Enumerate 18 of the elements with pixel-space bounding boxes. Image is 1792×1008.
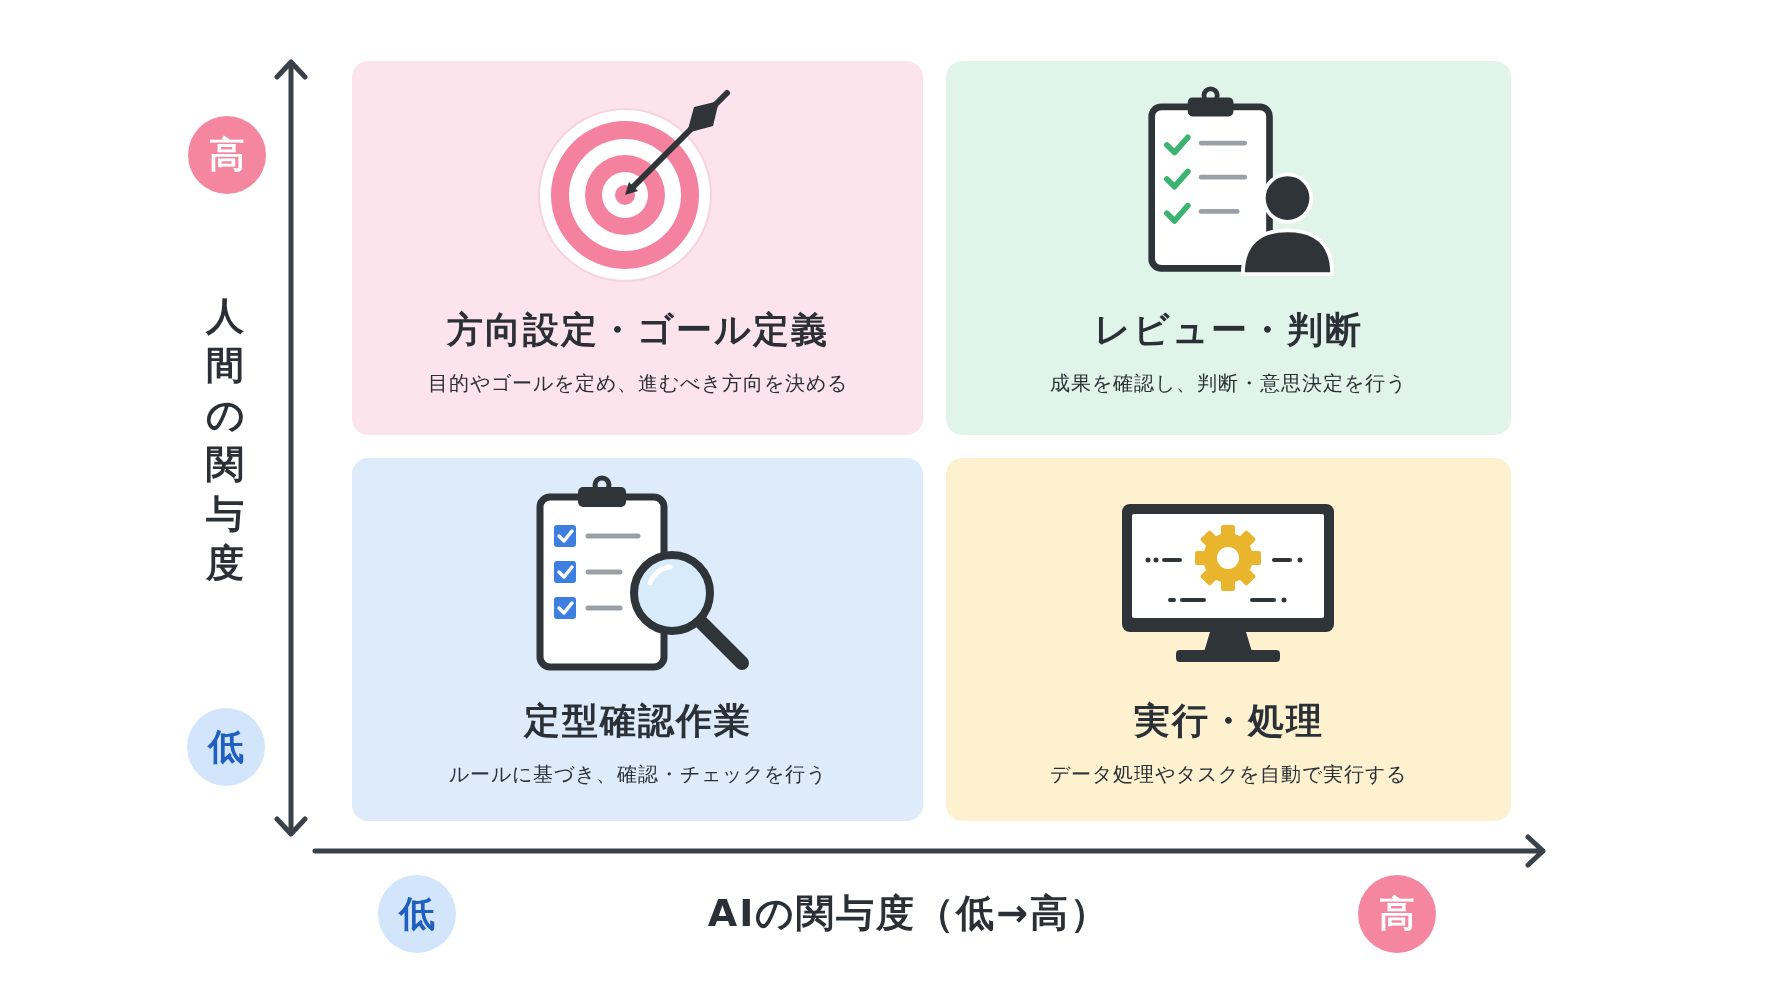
quadrant-description: データ処理やタスクを自動で実行する: [1050, 762, 1407, 786]
quadrant-description: 成果を確認し、判断・意思決定を行う: [1050, 371, 1407, 395]
quadrant-card: [352, 61, 923, 435]
quadrant-card: [352, 458, 923, 821]
quadrant-title: 定型確認作業: [523, 700, 752, 742]
axis-title: AIの関与度（低→高）: [707, 893, 1111, 935]
quadrant-title: 方向設定・ゴール定義: [446, 309, 829, 351]
quadrant-card: [946, 61, 1511, 435]
axis-title: 人間の関与度: [206, 292, 244, 587]
level-marker: 高: [1358, 875, 1436, 953]
level-marker: 低: [378, 875, 456, 953]
level-marker: 高: [188, 116, 266, 194]
level-marker: 低: [187, 708, 265, 786]
quadrant-card: [946, 458, 1511, 821]
quadrant-title: レビュー・判断: [1094, 309, 1363, 351]
quadrant-title: 実行・処理: [1133, 700, 1324, 742]
quadrant-description: ルールに基づき、確認・チェックを行う: [448, 762, 827, 786]
quadrant-description: 目的やゴールを定め、進むべき方向を決める: [427, 371, 848, 395]
